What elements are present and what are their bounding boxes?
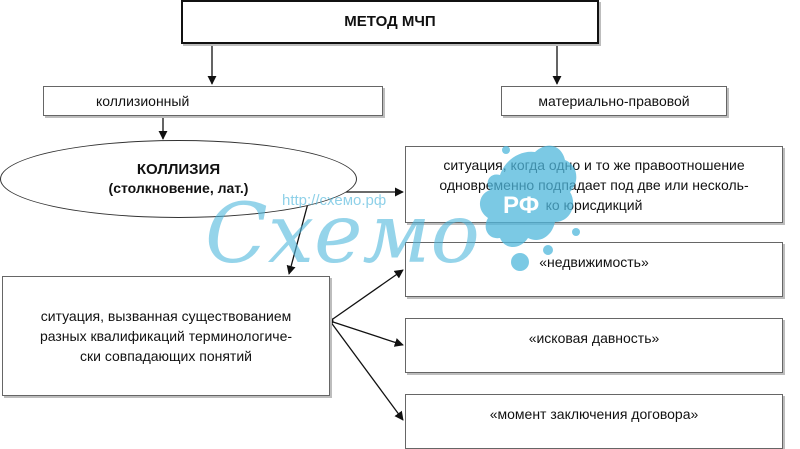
situation-qualifications-text: ситуация, вызванная существованием разны… xyxy=(39,308,293,364)
example-limitation-text: «исковая давность» xyxy=(528,330,660,346)
example-realty-text: «недвижимость» xyxy=(539,254,649,270)
material-box: материально-правовой xyxy=(501,86,727,116)
collision-ellipse: КОЛЛИЗИЯ (столкновение, лат.) xyxy=(0,140,357,218)
example-contract-text: «момент заключения договора» xyxy=(489,406,699,422)
example-contract-box: «момент заключения договора» xyxy=(405,394,783,449)
method-title-box: МЕТОД МЧП xyxy=(181,0,599,44)
collision-subtitle: (столкновение, лат.) xyxy=(108,180,249,196)
collision-title: КОЛЛИЗИЯ xyxy=(136,161,221,178)
method-title: МЕТОД МЧП xyxy=(344,13,436,30)
arrow-to-limitation xyxy=(329,320,404,347)
situation-same-relation-box: ситуация, когда одно и то же правоотноше… xyxy=(405,146,783,223)
example-limitation-box: «исковая давность» xyxy=(405,318,783,373)
situation-same-relation-text: ситуация, когда одно и то же правоотноше… xyxy=(439,156,749,213)
collisional-label: коллизионный xyxy=(96,93,190,109)
situation-qualifications-box: ситуация, вызванная существованием разны… xyxy=(2,276,330,396)
material-label: материально-правовой xyxy=(538,93,690,109)
example-realty-box: «недвижимость» xyxy=(405,242,783,297)
arrow-to-realty xyxy=(329,269,404,322)
collisional-box: коллизионный xyxy=(43,86,383,116)
arrow-to-contract xyxy=(329,320,404,421)
